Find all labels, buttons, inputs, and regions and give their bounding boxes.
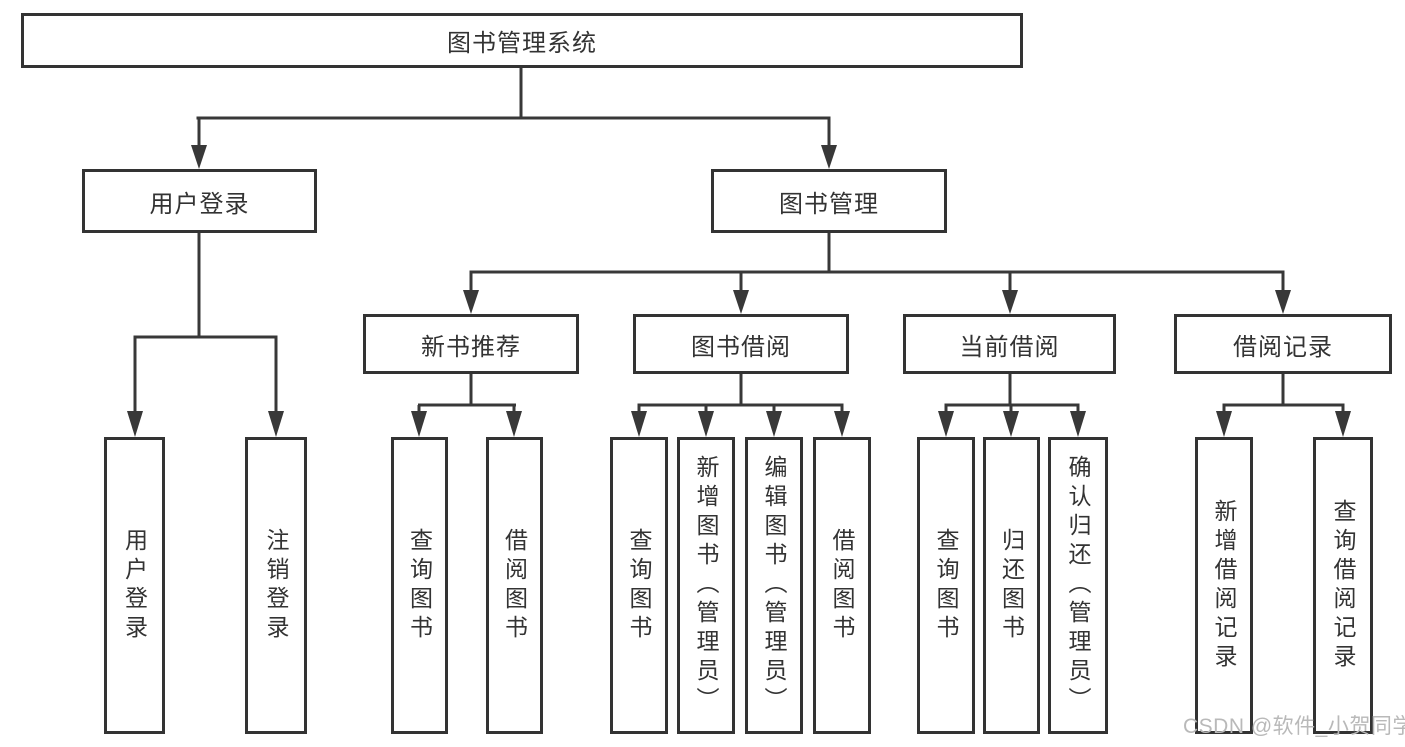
leaf-query-books-2: 查询图书: [610, 437, 668, 734]
node-library-system: 图书管理系统: [21, 13, 1023, 68]
leaf-query-books-1: 查询图书: [391, 437, 448, 734]
leaf-query-books-3: 查询图书: [917, 437, 975, 734]
node-user-login: 用户登录: [82, 169, 317, 233]
node-current-borrowing: 当前借阅: [903, 314, 1116, 374]
leaf-logout: 注销登录: [245, 437, 307, 734]
leaf-query-borrow-record: 查询借阅记录: [1313, 437, 1373, 734]
leaf-add-book-admin: 新增图书（管理员）: [677, 437, 735, 734]
leaf-borrow-books-2: 借阅图书: [813, 437, 871, 734]
leaf-edit-book-admin: 编辑图书（管理员）: [745, 437, 803, 734]
node-new-book-recommendation: 新书推荐: [363, 314, 579, 374]
csdn-watermark: CSDN @软件_小贺同学: [1183, 715, 1405, 738]
leaf-confirm-return-admin: 确认归还（管理员）: [1048, 437, 1108, 734]
leaf-user-login: 用户登录: [104, 437, 165, 734]
node-book-borrowing: 图书借阅: [633, 314, 849, 374]
node-borrowing-records: 借阅记录: [1174, 314, 1392, 374]
node-book-management: 图书管理: [711, 169, 947, 233]
leaf-borrow-books-1: 借阅图书: [486, 437, 543, 734]
leaf-return-book: 归还图书: [983, 437, 1040, 734]
leaf-add-borrow-record: 新增借阅记录: [1195, 437, 1253, 734]
